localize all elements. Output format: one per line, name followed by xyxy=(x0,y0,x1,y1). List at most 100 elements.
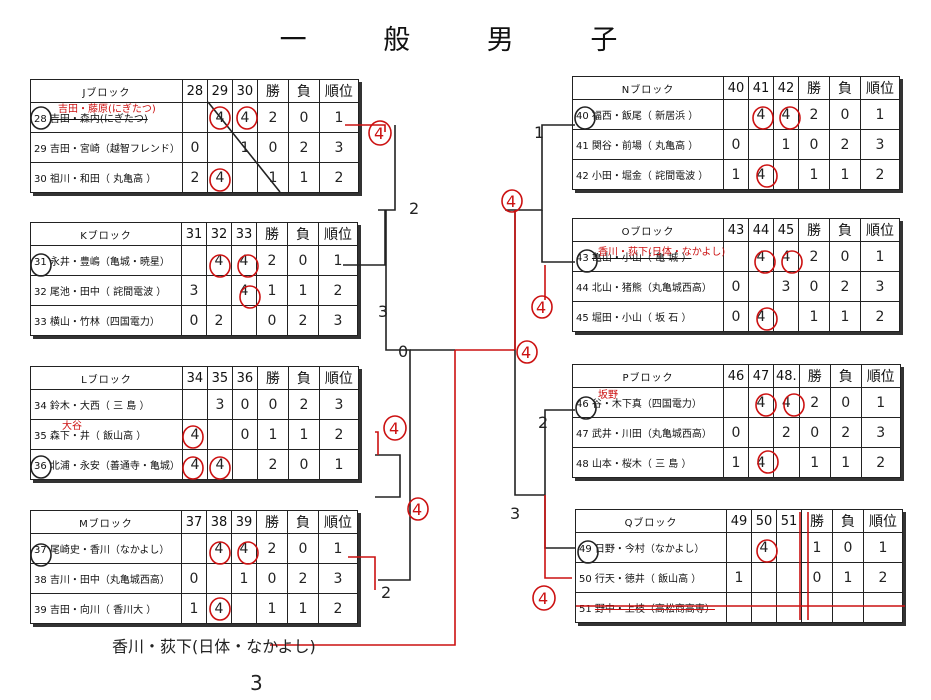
win-cell: 2 xyxy=(256,533,288,564)
entry-number: 45 xyxy=(576,313,589,324)
entry-pair: 永井・豊嶋（亀城・暁星） xyxy=(49,257,170,268)
annotation-bottom-score: 3 xyxy=(250,671,263,695)
score-cell: 2 xyxy=(181,162,208,193)
win-circle xyxy=(182,425,204,449)
bracket-line xyxy=(541,210,575,263)
loss-cell: 1 xyxy=(287,593,319,624)
win-cell: 1 xyxy=(801,532,833,563)
entry-pair: 吉田・向川（ 香川大 ） xyxy=(49,605,157,616)
bracket-score: 4 xyxy=(389,419,399,438)
losses-header: 負 xyxy=(287,79,320,103)
score-circle xyxy=(531,295,553,319)
score-cell: 0 xyxy=(181,563,207,594)
win-circle xyxy=(783,393,805,417)
win-circle xyxy=(239,285,261,309)
loss-cell: 1 xyxy=(287,162,320,193)
win-circle xyxy=(756,164,778,188)
entry-pair: 関谷・前場（ 丸亀高 ） xyxy=(591,141,699,152)
rank-cell: 1 xyxy=(860,99,900,130)
win-circle xyxy=(209,541,231,565)
annotation-o43: 香川・荻下(日体・なかよし) xyxy=(598,246,725,258)
entry-circle xyxy=(574,106,596,130)
entry-pair: 横山・竹林（四国電力） xyxy=(49,317,160,328)
bracket-score: 2 xyxy=(538,413,548,432)
bracket-score: 2 xyxy=(381,583,391,602)
entry-number: 31 xyxy=(34,257,47,268)
bracket-score: 4 xyxy=(521,343,531,362)
entry-pair: 堀田・小山（ 坂 石 ） xyxy=(591,313,692,324)
entry-number: 50 xyxy=(579,574,592,585)
bracket-line xyxy=(375,454,401,498)
loss-cell: 0 xyxy=(829,99,861,130)
loss-cell: 1 xyxy=(287,275,319,306)
entry-number: 37 xyxy=(34,545,47,556)
table-row: 51 野中・上枝（高松商高専） xyxy=(575,592,903,623)
block-name: Mブロック xyxy=(30,510,182,534)
score-cell: 0 xyxy=(723,301,749,332)
score-cell: 4 xyxy=(748,301,774,332)
win-circle xyxy=(209,456,231,480)
rank-cell xyxy=(863,592,903,623)
win-cell: 1 xyxy=(256,162,289,193)
entry-pair: 北浦・永安（善通寺・亀城） xyxy=(49,461,180,472)
col-header: 32 xyxy=(206,222,232,246)
win-cell: 1 xyxy=(798,159,830,190)
score-cell xyxy=(751,562,777,593)
entry-number: 29 xyxy=(34,144,47,155)
win-circle xyxy=(757,450,779,474)
bracket-line xyxy=(375,431,379,455)
score-cell: 0 xyxy=(231,419,258,450)
bracket-score: 4 xyxy=(538,589,548,608)
entry-pair: 吉田・宮崎（越智フレンド） xyxy=(49,144,180,155)
rank-cell: 2 xyxy=(318,593,358,624)
win-circle xyxy=(756,307,778,331)
bracket-score: 2 xyxy=(409,199,419,218)
rank-cell: 2 xyxy=(860,159,900,190)
loss-cell: 1 xyxy=(832,562,864,593)
win-circle xyxy=(754,250,776,274)
rank-cell: 1 xyxy=(318,102,359,133)
score-circle xyxy=(407,497,429,521)
bracket-score: 3 xyxy=(510,504,520,523)
entry-pair: 武井・川田（丸亀城西高） xyxy=(591,429,712,440)
win-cell: 0 xyxy=(801,562,833,593)
score-cell: 4 xyxy=(206,162,233,193)
score-cell: 4 xyxy=(231,245,257,276)
col-header: 41 xyxy=(748,76,774,100)
entry-number: 44 xyxy=(576,283,589,294)
entry-circle xyxy=(575,396,597,420)
win-cell: 0 xyxy=(256,132,289,163)
entry-pair: 谷・木下真（四国電力） xyxy=(591,399,702,410)
entry-pair: 尾池・田中（ 詫間電波 ） xyxy=(49,287,167,298)
rank-header: 順位 xyxy=(318,79,359,103)
bracket-score: 0 xyxy=(398,342,408,361)
score-cell xyxy=(181,245,207,276)
rank-header: 順位 xyxy=(860,364,901,388)
win-circle xyxy=(755,393,777,417)
score-circle xyxy=(532,585,556,611)
losses-header: 負 xyxy=(829,364,862,388)
bracket-score: 4 xyxy=(374,124,384,143)
rank-cell: 2 xyxy=(318,162,359,193)
score-cell: 1 xyxy=(231,563,257,594)
entry-number: 47 xyxy=(576,429,589,440)
win-circle xyxy=(779,106,801,130)
entry-pair: 吉川・田中（丸亀城西高） xyxy=(49,575,170,586)
loss-cell: 1 xyxy=(829,159,861,190)
rank-header: 順位 xyxy=(318,366,359,390)
entry-pair: 祖川・和田（ 丸亀高 ） xyxy=(49,174,157,185)
entry-number: 43 xyxy=(576,253,589,264)
entry-number: 48 xyxy=(576,459,589,470)
score-cell: 4 xyxy=(231,275,257,306)
wins-header: 勝 xyxy=(798,76,830,100)
score-cell: 4 xyxy=(773,241,799,272)
score-cell: 2 xyxy=(773,417,800,448)
